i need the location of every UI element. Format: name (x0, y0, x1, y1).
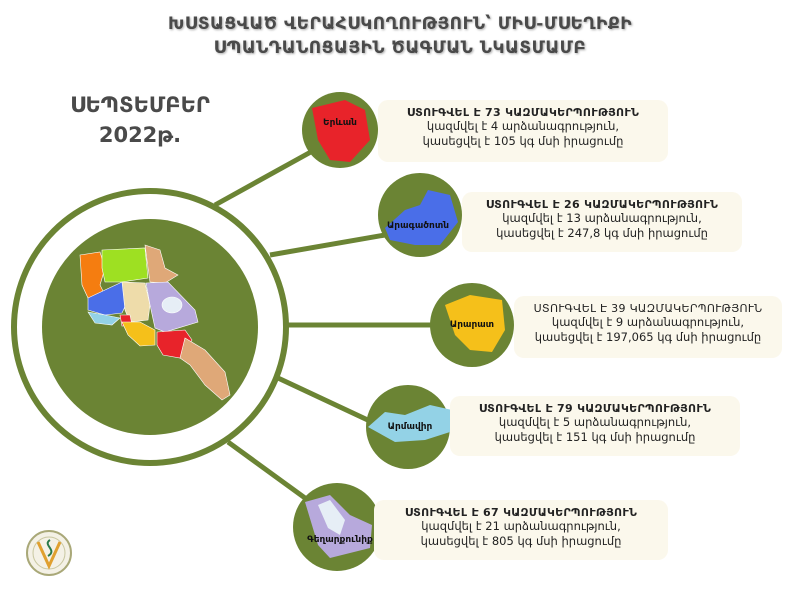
card-line-1: կազմվել է 4 արձանագրություն, (426, 119, 620, 133)
title-line-2: ՍՊԱՆԴԱՆՈՑԱՅԻՆ ԾԱԳՄԱՆ ՆԿԱՏՄԱՄԲ (213, 38, 587, 58)
period-year: 2022թ. (98, 123, 182, 147)
card-line-2: կասեցվել է 105 կգ մսի իրացումը (422, 134, 624, 148)
ararat-shape (445, 295, 505, 352)
armenia-map (79, 244, 231, 401)
region-kotayk (121, 281, 151, 323)
card-heading: ՍՏՈՒԳՎԵԼ Է 39 ԿԱԶՄԱԿԵՐՊՈՒԹՅՈՒՆ (533, 302, 763, 315)
info-card-ararat: ՍՏՈՒԳՎԵԼ Է 39 ԿԱԶՄԱԿԵՐՊՈՒԹՅՈՒՆ կազմվել է… (514, 296, 782, 358)
period-month: ՍԵՊՏԵՄԲԵՐ (70, 93, 210, 117)
title-line-1: ԽՍՏԱՑՎԱԾ ՎԵՐԱՀՍԿՈՂՈՒԹՅՈՒՆ՝ ՄԻՍ-ՄՍԵՂԻՔԻ (167, 14, 633, 34)
card-heading: ՍՏՈՒԳՎԵԼ Է 67 ԿԱԶՄԱԿԵՐՊՈՒԹՅՈՒՆ (404, 506, 638, 519)
card-line-1: կազմվել է 9 արձանագրություն, (551, 315, 745, 329)
logo-icon (26, 530, 72, 576)
card-heading: ՍՏՈՒԳՎԵԼ Է 26 ԿԱԶՄԱԿԵՐՊՈՒԹՅՈՒՆ (485, 198, 719, 211)
region-tavush (144, 244, 179, 284)
card-line-1: կազմվել է 5 արձանագրություն, (498, 415, 692, 429)
info-card-armavir: ՍՏՈՒԳՎԵԼ Է 79 ԿԱԶՄԱԿԵՐՊՈՒԹՅՈՒՆ կազմվել է… (450, 396, 740, 456)
card-line-2: կասեցվել է 197,065 կգ մսի իրացումը (534, 330, 762, 344)
armavir-shape (368, 405, 452, 442)
page-title: ԽՍՏԱՑՎԱԾ ՎԵՐԱՀՍԿՈՂՈՒԹՅՈՒՆ՝ ՄԻՍ-ՄՍԵՂԻՔԻ Ս… (0, 12, 800, 60)
period: ՍԵՊՏԵՄԲԵՐ 2022թ. (60, 90, 220, 150)
region-armavir (87, 311, 121, 326)
card-line-2: կասեցվել է 247,8 կգ մսի իրացումը (496, 226, 708, 240)
card-heading: ՍՏՈՒԳՎԵԼ Է 73 ԿԱԶՄԱԿԵՐՊՈՒԹՅՈՒՆ (406, 106, 640, 119)
region-label-gegharkunik: Գեղարքունիք (307, 535, 373, 545)
region-label-yerevan: Երևան (323, 118, 357, 128)
info-card-gegharkunik: ՍՏՈՒԳՎԵԼ Է 67 ԿԱԶՄԱԿԵՐՊՈՒԹՅՈՒՆ կազմվել է… (374, 500, 668, 560)
region-label-armavir: Արմավիր (387, 422, 433, 432)
card-line-2: կասեցվել է 805 կգ մսի իրացումը (420, 534, 622, 548)
connector-armavir (276, 375, 374, 425)
card-line-1: կազմվել է 13 արձանագրություն, (502, 211, 702, 225)
card-heading: ՍՏՈՒԳՎԵԼ Է 79 ԿԱԶՄԱԿԵՐՊՈՒԹՅՈՒՆ (478, 402, 712, 415)
region-lori (101, 247, 149, 283)
region-syunik (179, 337, 231, 401)
region-shirak (79, 251, 106, 299)
info-card-aragatsotn: ՍՏՈՒԳՎԵԼ Է 26 ԿԱԶՄԱԿԵՐՊՈՒԹՅՈՒՆ կազմվել է… (462, 192, 742, 252)
region-label-aragatsotn: Արագածոտն (386, 221, 450, 231)
connector-aragatsotn (269, 232, 386, 258)
connector-gegharkunik (226, 439, 307, 501)
info-card-yerevan: ՍՏՈՒԳՎԵԼ Է 73 ԿԱԶՄԱԿԵՐՊՈՒԹՅՈՒՆ կազմվել է… (378, 100, 668, 162)
connector-yerevan (213, 145, 320, 208)
region-ararat (121, 321, 156, 347)
card-line-2: կասեցվել է 151 կգ մսի իրացումը (494, 430, 696, 444)
card-line-1: կազմվել է 21 արձանագրություն, (421, 519, 621, 533)
yerevan-shape (312, 100, 370, 162)
outer-ring (11, 188, 289, 466)
region-label-ararat: Արարատ (449, 320, 495, 330)
aragatsotn-shape (385, 190, 458, 245)
